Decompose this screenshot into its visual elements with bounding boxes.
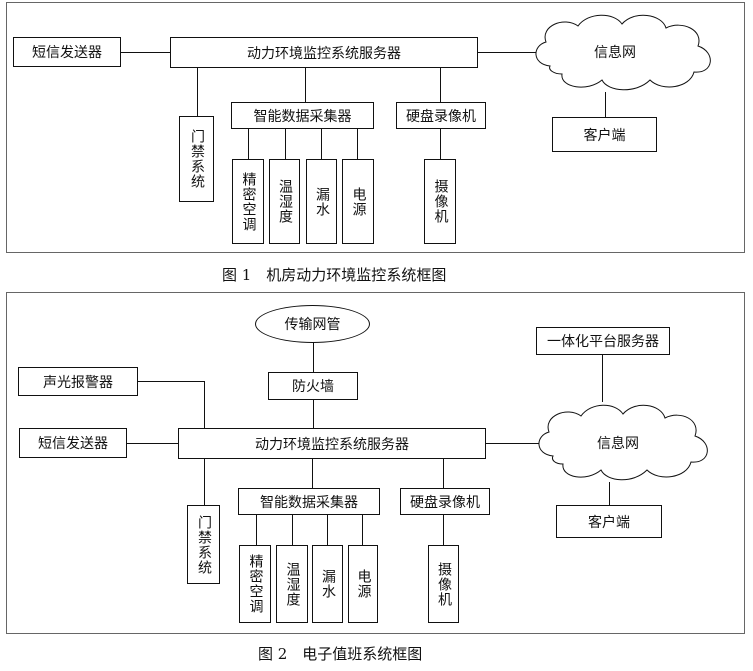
fig2-network-cloud xyxy=(538,404,708,481)
fig2-line-alarm-v xyxy=(204,381,205,429)
fig2-line-collector-s4 xyxy=(362,515,363,545)
fig1-network-label: 信息网 xyxy=(594,45,636,61)
fig2-camera: 摄像机 xyxy=(428,545,459,623)
fig1-line-collector-s3 xyxy=(321,128,322,159)
fig2-line-dvr-camera xyxy=(443,515,444,545)
fig1-line-collector-s2 xyxy=(285,128,286,159)
fig2-dvr: 硬盘录像机 xyxy=(400,488,490,515)
fig1-access-control: 门禁系统 xyxy=(179,116,214,202)
fig2-line-server-network xyxy=(485,443,541,444)
fig2-firewall: 防火墙 xyxy=(268,372,358,400)
fig2-transmission-mgmt: 传输网管 xyxy=(255,305,370,343)
fig1-network-cloud xyxy=(535,14,711,91)
fig2-line-server-access xyxy=(204,458,205,506)
fig1-caption: 图 1 机房动力环境监控系统框图 xyxy=(222,266,447,284)
fig1-client: 客户端 xyxy=(552,117,657,152)
fig2-line-server-dvr xyxy=(443,458,444,488)
fig1-line-server-network xyxy=(477,52,537,53)
fig1-line-server-dvr xyxy=(440,68,441,103)
fig2-collector: 智能数据采集器 xyxy=(238,488,380,515)
fig1-server: 动力环境监控系统服务器 xyxy=(170,37,478,68)
fig2-line-server-collector xyxy=(312,458,313,488)
fig2-client: 客户端 xyxy=(556,505,662,538)
fig2-sms-sender: 短信发送器 xyxy=(19,428,127,458)
fig1-sms-sender: 短信发送器 xyxy=(13,37,121,67)
fig2-sensor-4: 电源 xyxy=(348,545,378,623)
fig1-line-sms-server xyxy=(120,52,170,53)
fig2-line-collector-s1 xyxy=(256,515,257,545)
fig2-sensor-2: 温湿度 xyxy=(276,545,308,623)
fig2-caption: 图 2 电子值班系统框图 xyxy=(258,645,423,663)
fig2-network-label: 信息网 xyxy=(597,436,639,452)
fig1-sensor-1: 精密空调 xyxy=(232,159,264,244)
fig2-line-collector-s3 xyxy=(327,515,328,545)
fig1-sensor-4: 电源 xyxy=(342,159,374,244)
fig2-line-firewall-server xyxy=(313,399,314,429)
fig2-line-network-client xyxy=(609,482,610,506)
fig2-sensor-1: 精密空调 xyxy=(239,545,271,623)
fig2-line-collector-s2 xyxy=(292,515,293,545)
fig2-line-platform-network xyxy=(602,355,603,402)
fig1-dvr: 硬盘录像机 xyxy=(396,102,486,129)
fig1-line-network-client xyxy=(605,92,606,118)
fig1-line-dvr-camera xyxy=(440,128,441,159)
fig2-alarm: 声光报警器 xyxy=(18,367,138,396)
fig1-sensor-2: 温湿度 xyxy=(269,159,300,244)
fig2-line-sms-server xyxy=(126,443,178,444)
fig1-line-collector-s1 xyxy=(248,128,249,159)
figure2-frame xyxy=(6,292,745,634)
fig1-line-server-collector xyxy=(305,68,306,103)
fig1-collector: 智能数据采集器 xyxy=(231,102,374,129)
fig2-line-mgmt-firewall xyxy=(313,342,314,372)
fig1-sensor-3: 漏水 xyxy=(306,159,337,244)
fig2-access-control: 门禁系统 xyxy=(187,505,220,584)
fig1-line-collector-s4 xyxy=(357,128,358,159)
fig2-server: 动力环境监控系统服务器 xyxy=(178,428,486,459)
fig2-platform-server: 一体化平台服务器 xyxy=(536,327,670,355)
fig2-sensor-3: 漏水 xyxy=(312,545,343,623)
figure1-frame xyxy=(6,2,745,253)
fig1-camera: 摄像机 xyxy=(424,159,456,244)
fig2-line-alarm-h xyxy=(138,381,204,382)
fig1-line-server-access xyxy=(197,68,198,116)
